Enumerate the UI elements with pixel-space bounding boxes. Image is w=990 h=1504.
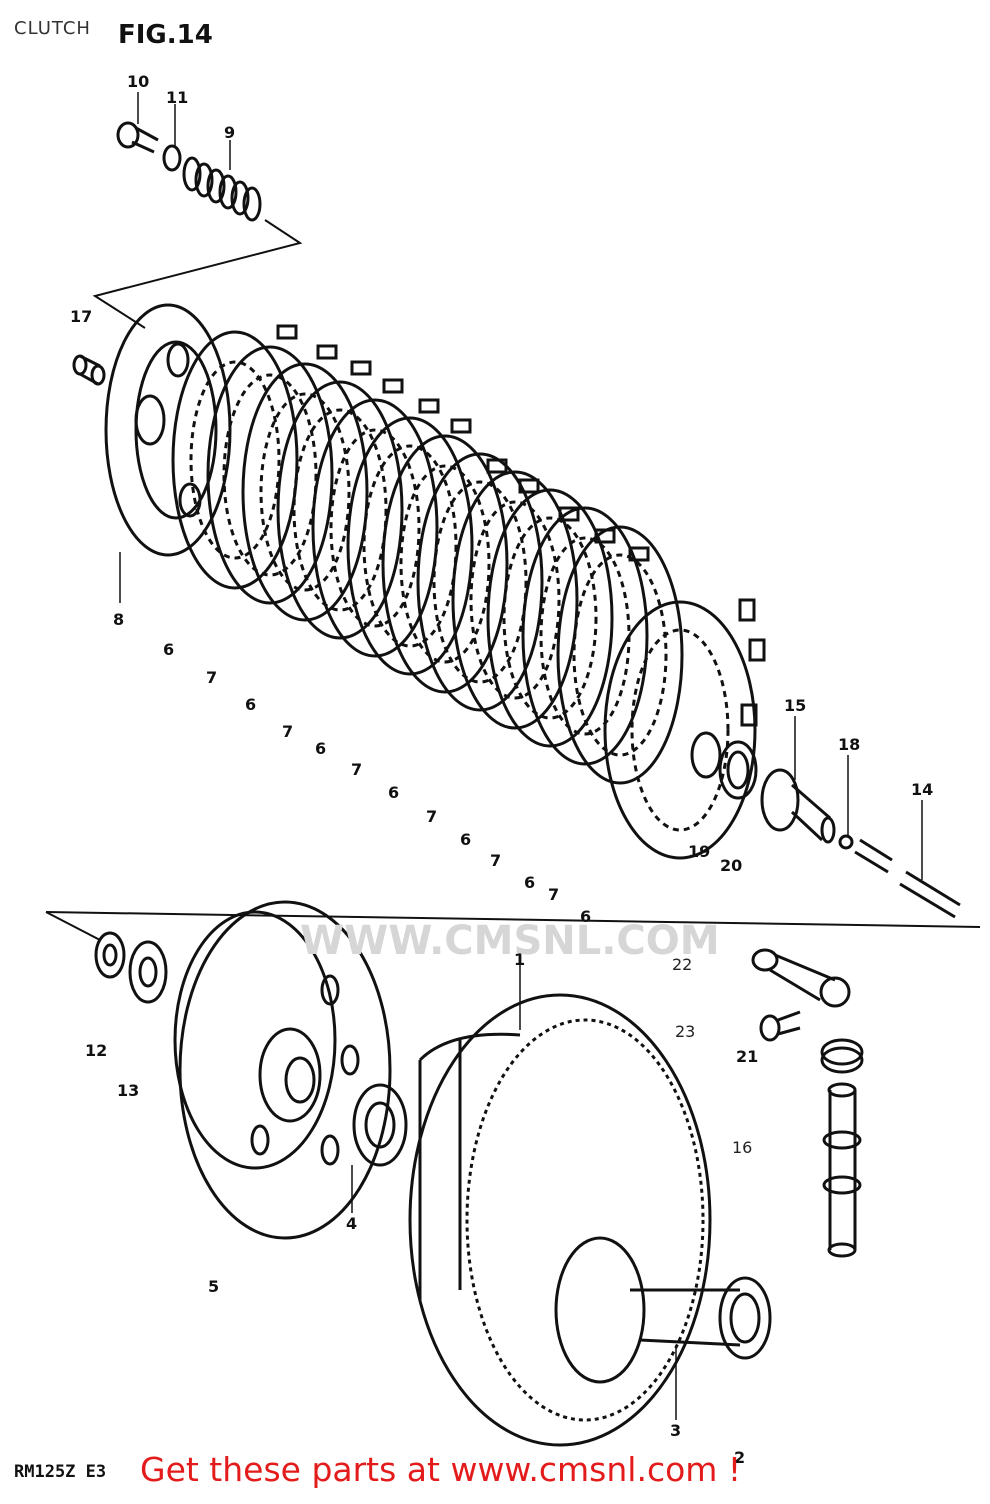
callout-6: 6 <box>315 739 326 758</box>
callout-13: 13 <box>117 1081 139 1100</box>
pin-part <box>72 354 106 386</box>
push-rod-part <box>854 838 961 919</box>
callout-10: 10 <box>127 72 149 91</box>
callout-7: 7 <box>490 851 501 870</box>
callout-18: 18 <box>838 735 860 754</box>
clutch-housing-part <box>408 993 712 1447</box>
callout-7: 7 <box>426 807 437 826</box>
callout-23: 23 <box>675 1022 695 1041</box>
callout-11: 11 <box>166 88 188 107</box>
callout-6: 6 <box>460 830 471 849</box>
callout-7: 7 <box>548 885 559 904</box>
clutch-plate-stack <box>171 324 766 860</box>
callout-4: 4 <box>346 1214 357 1233</box>
spring-part <box>182 156 262 222</box>
callout-2: 2 <box>734 1448 745 1467</box>
callout-5: 5 <box>208 1277 219 1296</box>
leader-line-nut <box>45 911 101 941</box>
callout-12: 12 <box>85 1041 107 1060</box>
leader-line-spring-group <box>92 219 303 329</box>
callout-20: 20 <box>720 856 742 875</box>
callout-7: 7 <box>351 760 362 779</box>
pressure-plate-part <box>104 303 232 557</box>
callout-1: 1 <box>514 950 525 969</box>
lock-washer-part <box>128 940 168 1004</box>
callout-6: 6 <box>388 783 399 802</box>
cta-link[interactable]: Get these parts at www.cmsnl.com ! <box>140 1450 742 1489</box>
callout-8: 8 <box>113 610 124 629</box>
callout-6: 6 <box>245 695 256 714</box>
callout-17: 17 <box>70 307 92 326</box>
leader-line-plates <box>45 911 981 928</box>
callout-7: 7 <box>206 668 217 687</box>
callout-6: 6 <box>580 907 591 926</box>
section-title: CLUTCH <box>14 18 91 39</box>
washer-part <box>162 144 182 172</box>
callout-21: 21 <box>736 1047 758 1066</box>
thrust-washer-part <box>690 731 722 779</box>
push-piece-part <box>760 768 836 844</box>
callout-3: 3 <box>670 1421 681 1440</box>
ball-part <box>838 834 854 850</box>
callout-19: 19 <box>688 842 710 861</box>
shaft-part <box>630 1276 772 1360</box>
callout-9: 9 <box>224 123 235 142</box>
arm-bolt-part <box>759 1010 801 1042</box>
release-shaft-part <box>822 1082 862 1258</box>
watermark-text: WWW.CMSNL.COM <box>300 918 720 964</box>
callout-7: 7 <box>282 722 293 741</box>
nut-part <box>94 931 126 979</box>
bearing-part <box>718 740 758 800</box>
callout-6: 6 <box>524 873 535 892</box>
release-arm-part <box>751 948 851 1008</box>
clutch-sleeve-hub-part <box>173 900 392 1240</box>
callout-15: 15 <box>784 696 806 715</box>
hub-thrust-washer-part <box>352 1083 408 1167</box>
callout-22: 22 <box>672 955 692 974</box>
oil-seal-part <box>820 1038 864 1074</box>
model-code: RM125Z E3 <box>14 1462 107 1482</box>
figure-title: FIG.14 <box>118 20 213 50</box>
bolt-part <box>116 121 159 154</box>
callout-14: 14 <box>911 780 933 799</box>
callout-6: 6 <box>163 640 174 659</box>
callout-16: 16 <box>732 1138 752 1157</box>
